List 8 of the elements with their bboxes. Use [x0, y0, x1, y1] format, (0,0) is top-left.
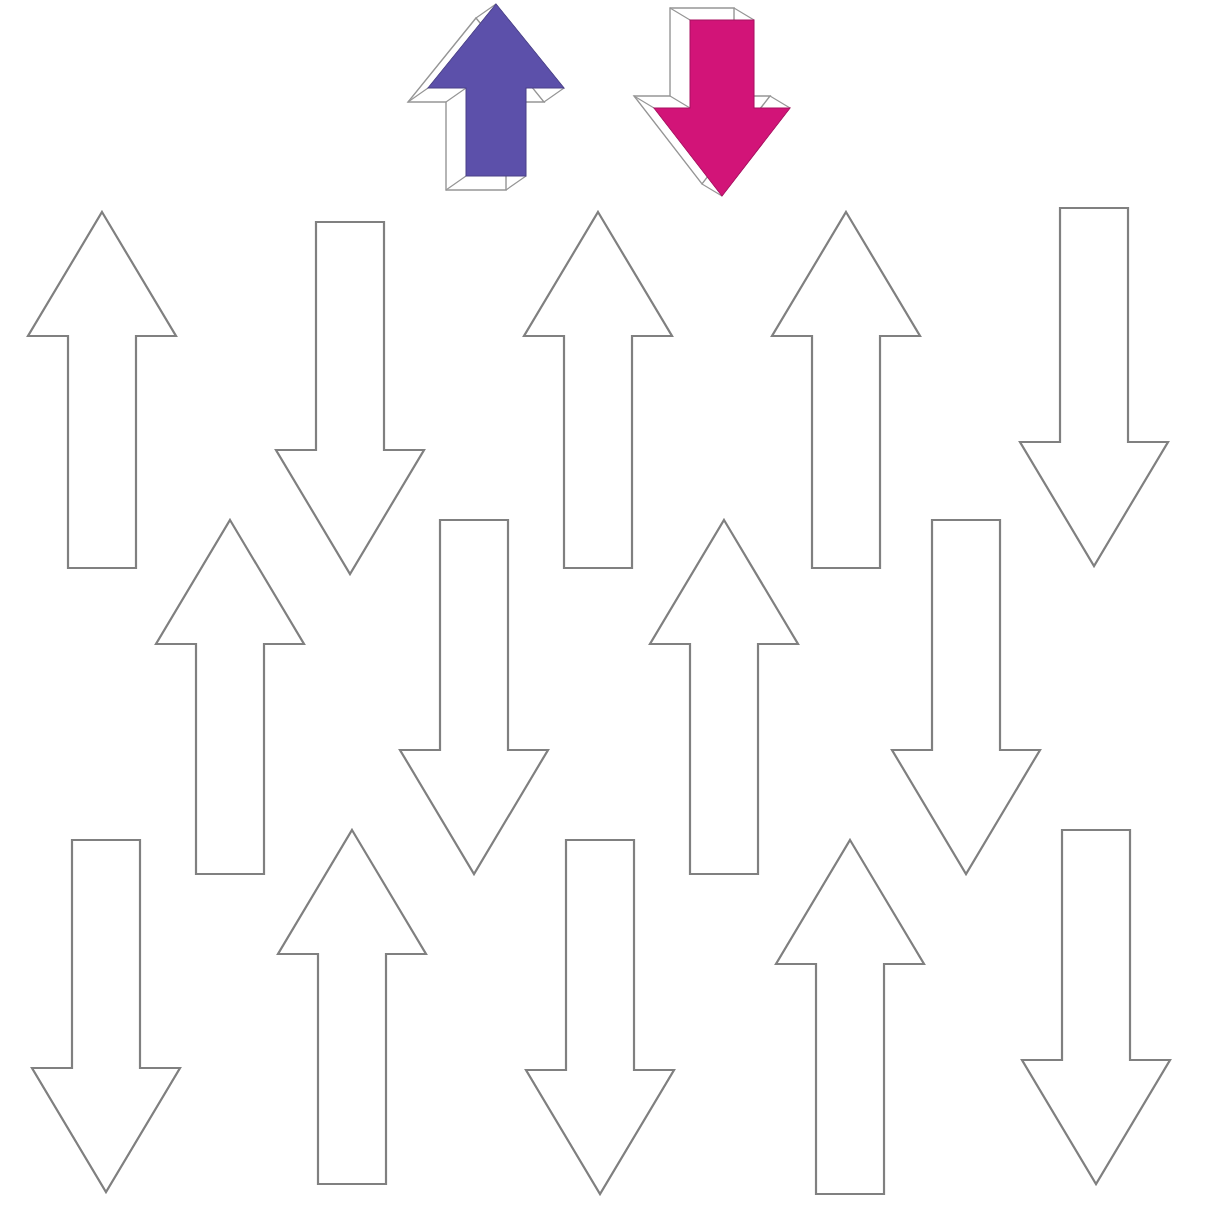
down-arrow [890, 518, 1042, 877]
down-arrow [1020, 828, 1172, 1187]
down-arrow [398, 518, 550, 877]
down-arrow [30, 838, 182, 1195]
down-arrow [632, 7, 791, 197]
down-arrow [274, 220, 426, 577]
down-arrow [1018, 206, 1170, 569]
down-arrow [524, 838, 676, 1197]
